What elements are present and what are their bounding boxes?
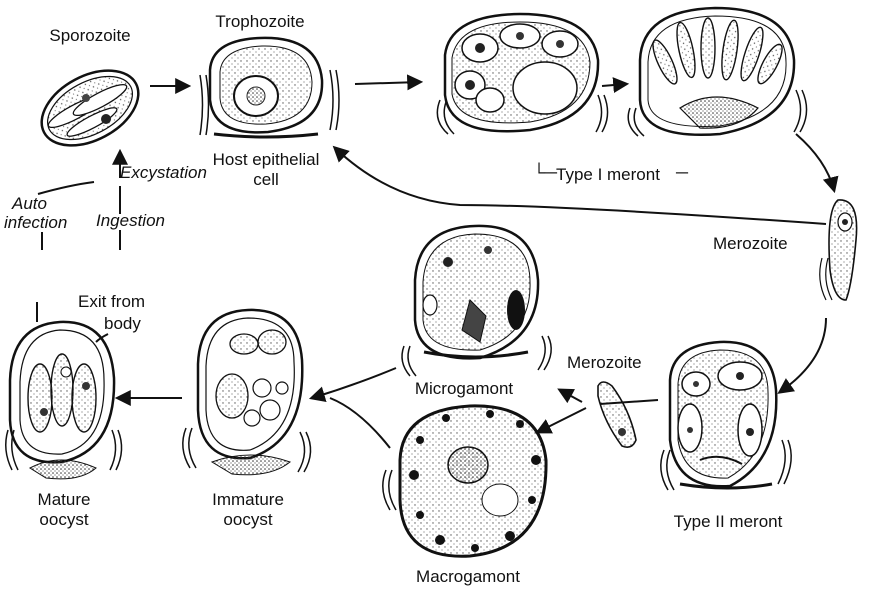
sporozoite-label: Sporozoite [49, 26, 130, 46]
immature-oocyst-cell [183, 310, 311, 475]
auto-infection-label-line2: infection [4, 213, 67, 233]
host-cell-label-line2: cell [253, 170, 279, 190]
type1-meront-label: Type I meront [556, 165, 660, 185]
host-cell-label-line1: Host epithelial [213, 150, 320, 170]
merozoite-bottom-label: Merozoite [567, 353, 642, 373]
arrow-meront1-early-to-mature [602, 84, 626, 86]
arrow-macrogamont-to-immature [330, 398, 390, 448]
microgamont-cell [402, 226, 551, 376]
immature-oocyst-label-line1: Immature [212, 490, 284, 510]
exit-label-line2: body [104, 314, 141, 334]
merozoite-top-label: Merozoite [713, 234, 788, 254]
arrow-meront1-to-merozoite [796, 134, 834, 190]
trophozoite-cell [200, 38, 339, 137]
auto-infection-label-line1: Auto [12, 194, 47, 214]
macrogamont-cell [383, 406, 546, 556]
mature-oocyst-label-line1: Mature [38, 490, 91, 510]
arrow-merozoite-to-host [335, 148, 826, 224]
arrow-microgamont-to-immature [312, 368, 396, 398]
type1-meront-bracket-left: └─ [533, 163, 557, 183]
mature-oocyst-label-line2: oocyst [39, 510, 88, 530]
type2-meront-cell [661, 342, 791, 490]
type1-meront-early [437, 14, 607, 134]
type1-meront-mature [628, 8, 806, 136]
arrow-merozoite-to-meront2 [780, 318, 826, 392]
arrow-to-macrogamont [538, 408, 586, 432]
arrow-trophozoite-to-meront1 [355, 82, 420, 84]
type2-meront-label: Type II meront [674, 512, 783, 532]
sporozoite-cell [29, 55, 151, 160]
arrow-to-microgamont [560, 390, 582, 402]
arrow-auto-infection [38, 182, 94, 194]
trophozoite-label: Trophozoite [215, 12, 304, 32]
immature-oocyst-label-line2: oocyst [223, 510, 272, 530]
merozoite-bottom-cell [598, 382, 636, 447]
microgamont-label: Microgamont [415, 379, 513, 399]
type1-meront-bracket-right: ─ [676, 163, 688, 183]
merozoite-free-cell [820, 200, 857, 300]
exit-label-line1: Exit from [78, 292, 145, 312]
ingestion-label: Ingestion [96, 211, 165, 231]
excystation-label: Excystation [120, 163, 207, 183]
macrogamont-label: Macrogamont [416, 567, 520, 587]
mature-oocyst-cell [6, 322, 122, 479]
